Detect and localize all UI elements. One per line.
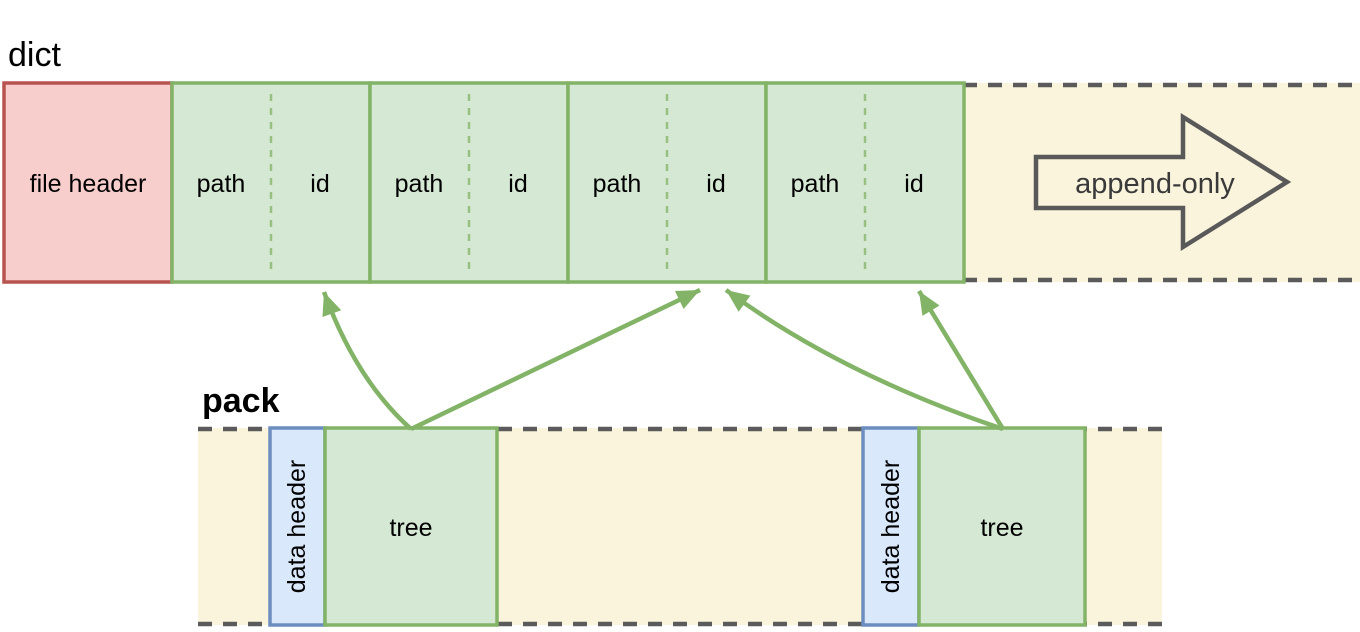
pack-row: pack data header tree data header tree: [198, 382, 1162, 627]
tree1-to-id1-arrow: [321, 291, 413, 431]
id-label: id: [508, 170, 527, 198]
dict-entry: path id: [368, 81, 570, 284]
path-label: path: [197, 170, 246, 198]
id-label: id: [706, 170, 725, 198]
path-label: path: [593, 170, 642, 198]
path-label: path: [791, 170, 840, 198]
data-header-box: [268, 426, 327, 627]
pack-segment: data header tree: [268, 426, 499, 627]
tree-box: [917, 426, 1087, 627]
dict-entry: path id: [566, 81, 768, 284]
id-label: id: [310, 170, 329, 198]
file-header-box: [2, 81, 174, 284]
dict-entry: path id: [170, 81, 372, 284]
data-header-label: data header: [877, 460, 905, 593]
right-arrow-icon: [1033, 112, 1292, 252]
tree-label: tree: [389, 514, 432, 542]
tree-box: [323, 426, 499, 627]
tree-label: tree: [980, 514, 1023, 542]
tree2-to-id3-arrow: [724, 288, 1004, 432]
tree2-to-id4-arrow: [917, 289, 1005, 431]
data-header-box: [861, 426, 921, 627]
dict-section-label: dict: [8, 36, 61, 74]
append-only-arrow: append-only: [1033, 112, 1292, 252]
dict-entry: path id: [764, 81, 966, 284]
append-only-label: append-only: [1075, 168, 1235, 200]
pack-segment: data header tree: [861, 426, 1087, 627]
tree1-to-id3-arrow: [410, 287, 701, 432]
path-label: path: [395, 170, 444, 198]
file-header-label: file header: [30, 170, 147, 198]
data-header-label: data header: [283, 460, 311, 593]
reference-arrows: [321, 287, 1005, 432]
dict-row: dict file header path id path id: [2, 36, 1360, 284]
pack-section-label: pack: [202, 382, 280, 420]
id-label: id: [904, 170, 923, 198]
